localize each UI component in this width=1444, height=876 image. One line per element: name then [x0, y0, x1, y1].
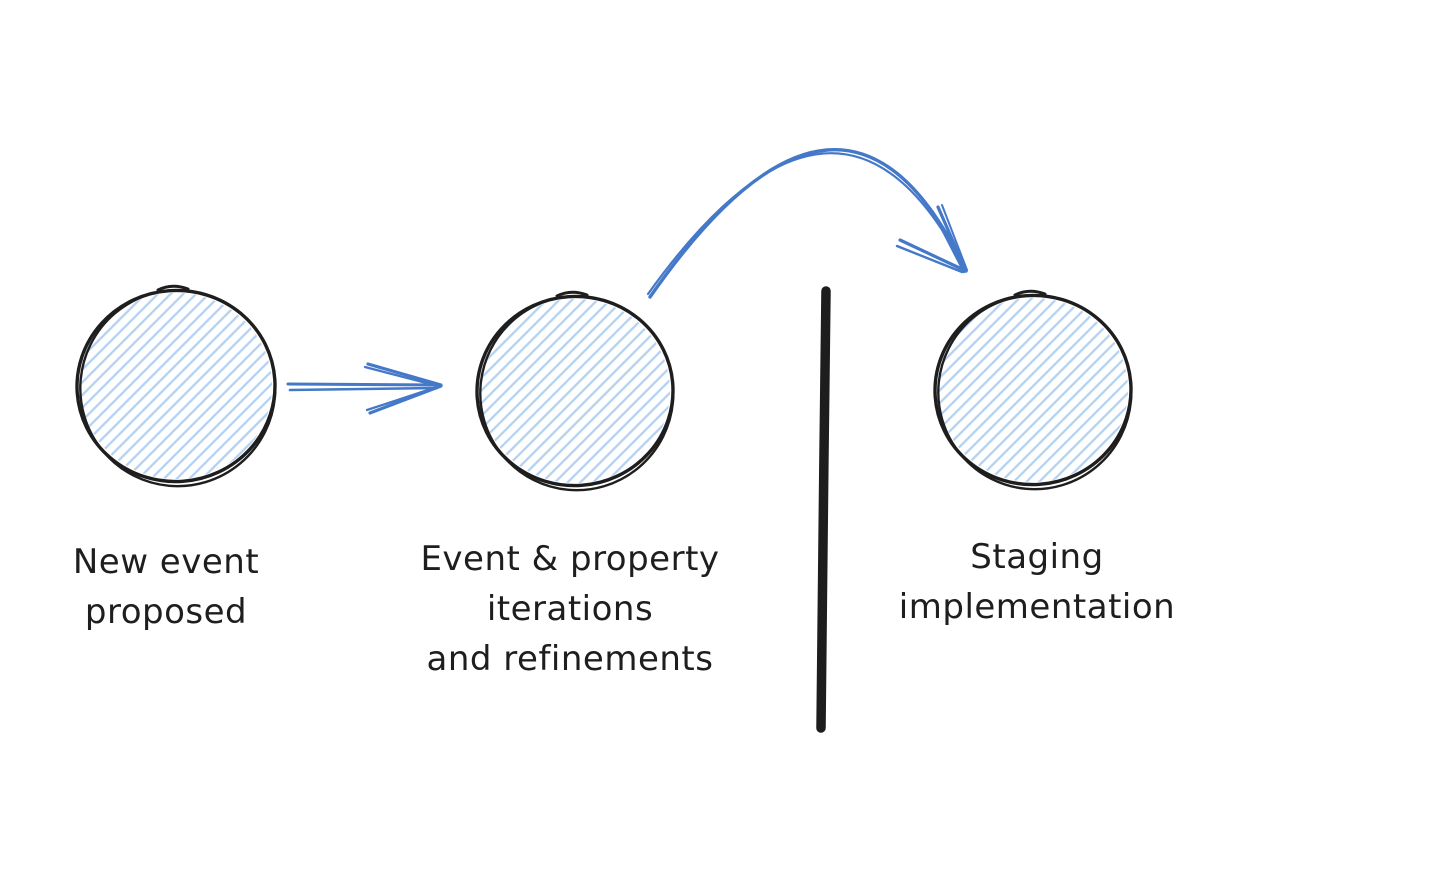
arrow-iterations-to-staging: [646, 147, 968, 299]
node-circle-iterations: [475, 290, 675, 492]
node-label-iterations: Event & property iterations and refineme…: [385, 534, 755, 684]
label-line: Event & property: [420, 539, 720, 579]
node-circle-staging: [933, 289, 1133, 491]
arrow-new-event-to-iterations: [286, 362, 443, 415]
node-circle-new-event: [75, 284, 277, 488]
label-line: proposed: [84, 592, 248, 632]
label-line: implementation: [898, 587, 1176, 627]
stage-divider-line: [816, 286, 831, 733]
label-line: Staging: [970, 537, 1104, 577]
label-line: New event: [72, 542, 260, 582]
node-label-staging: Staging implementation: [856, 532, 1218, 632]
label-line: and refinements: [426, 639, 714, 679]
label-line: iterations: [486, 589, 654, 629]
node-label-new-event: New event proposed: [16, 537, 316, 637]
